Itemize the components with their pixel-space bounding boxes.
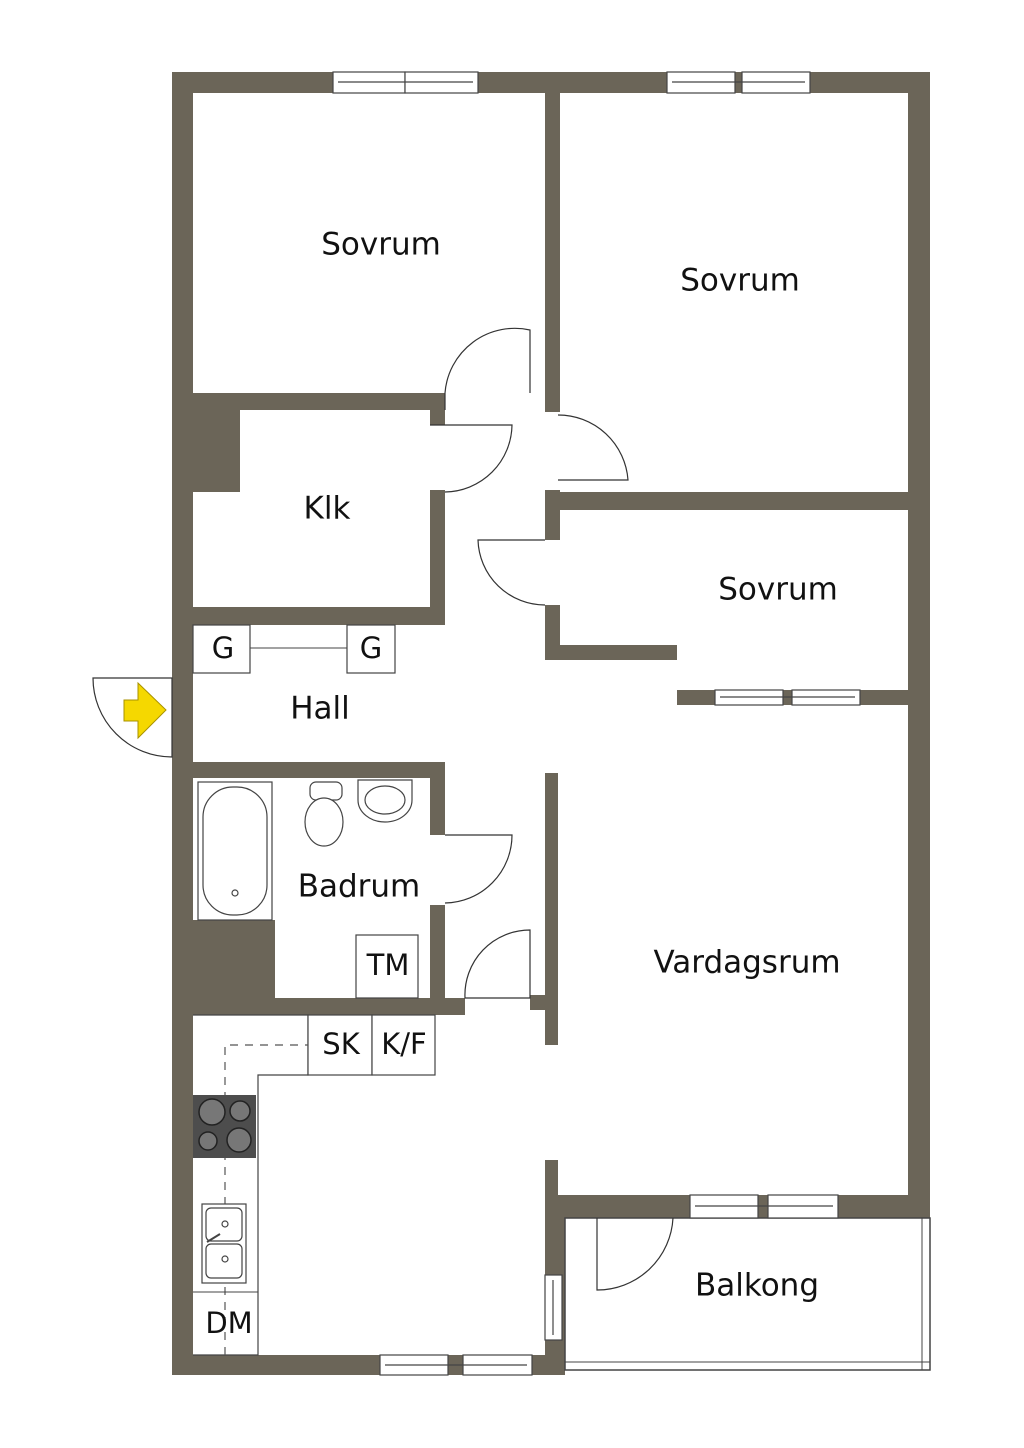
cabinet-label: SK [322,1027,360,1061]
dishwasher-label: DM [205,1306,252,1340]
wardrobe-label: G [360,631,382,665]
washbasin [357,779,413,823]
room-label-badrum: Badrum [298,869,421,905]
stove-icon [193,1095,256,1158]
bathtub [197,781,273,921]
windows [332,71,861,1376]
sink-icon [201,1203,247,1284]
interior-walls [193,393,677,1220]
doors [430,327,674,1291]
room-label-klk: Klk [304,491,351,527]
room-label-vardagsrum: Vardagsrum [653,945,840,981]
balcony-area [564,1217,931,1371]
room-label-sovrum-3: Sovrum [718,572,838,608]
dryer-label: TM [366,948,410,982]
dryer [355,934,419,999]
toilet [304,781,344,847]
fridge-freezer-label: K/F [381,1027,426,1061]
room-label-sovrum-1: Sovrum [321,227,441,263]
room-label-hall: Hall [290,691,350,727]
room-label-balkong: Balkong [695,1268,819,1304]
room-label-sovrum-2: Sovrum [680,263,800,299]
wardrobe-label: G [212,631,234,665]
entrance-arrow-icon [123,681,167,740]
entrance-door[interactable] [92,677,173,758]
wardrobes [192,624,396,674]
